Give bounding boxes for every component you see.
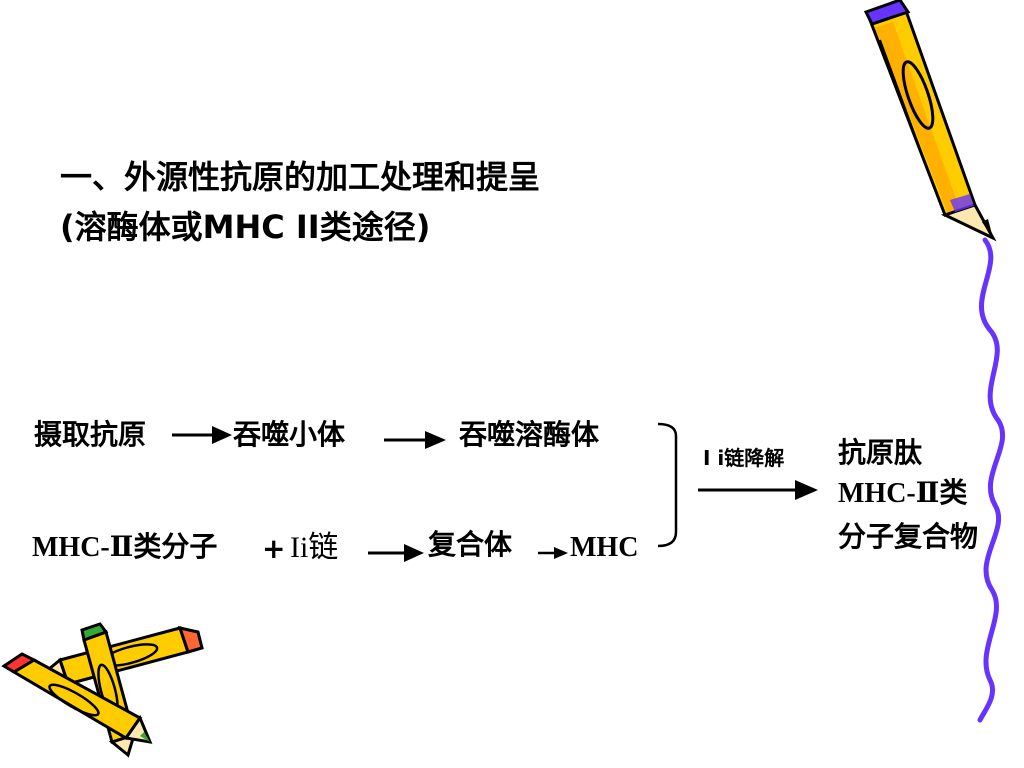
product-mhc-class2: MHC-Ⅱ类 xyxy=(838,478,968,509)
node-mhc-class2-molecule: MHC-Ⅱ类分子 xyxy=(32,532,218,563)
arrow-uptake-to-phagosome xyxy=(172,426,232,444)
product-molecule-complex: 分子复合物 xyxy=(838,520,979,553)
arrow-complex-to-mhc xyxy=(538,547,568,559)
node-mhc: MHC xyxy=(570,532,639,563)
node-complex: 复合体 xyxy=(428,528,513,561)
product-antigen-peptide: 抗原肽 xyxy=(838,436,923,469)
arrow-phagosome-to-phagolysosome xyxy=(384,431,446,449)
pencil-icon xyxy=(863,0,997,242)
slide-title-line1: 一、外源性抗原的加工处理和提呈 xyxy=(60,158,541,196)
wavy-line-decoration xyxy=(977,237,1006,723)
arrow-to-product xyxy=(698,480,818,500)
merge-bracket xyxy=(657,422,678,548)
node-ii-chain: Ii链 xyxy=(290,531,339,564)
node-antigen-uptake: 摄取抗原 xyxy=(34,418,147,451)
crossed-pencils-icon xyxy=(1,622,204,758)
label-ii-degradation: I i链降解 xyxy=(703,446,785,470)
node-phagolysosome: 吞噬溶酶体 xyxy=(459,418,600,451)
slide-title-line2: (溶酶体或MHC II类途径) xyxy=(60,208,431,246)
node-phagosome: 吞噬小体 xyxy=(233,418,346,451)
arrow-ii-chain-to-complex xyxy=(368,544,424,562)
plus-sign: + xyxy=(262,532,286,565)
